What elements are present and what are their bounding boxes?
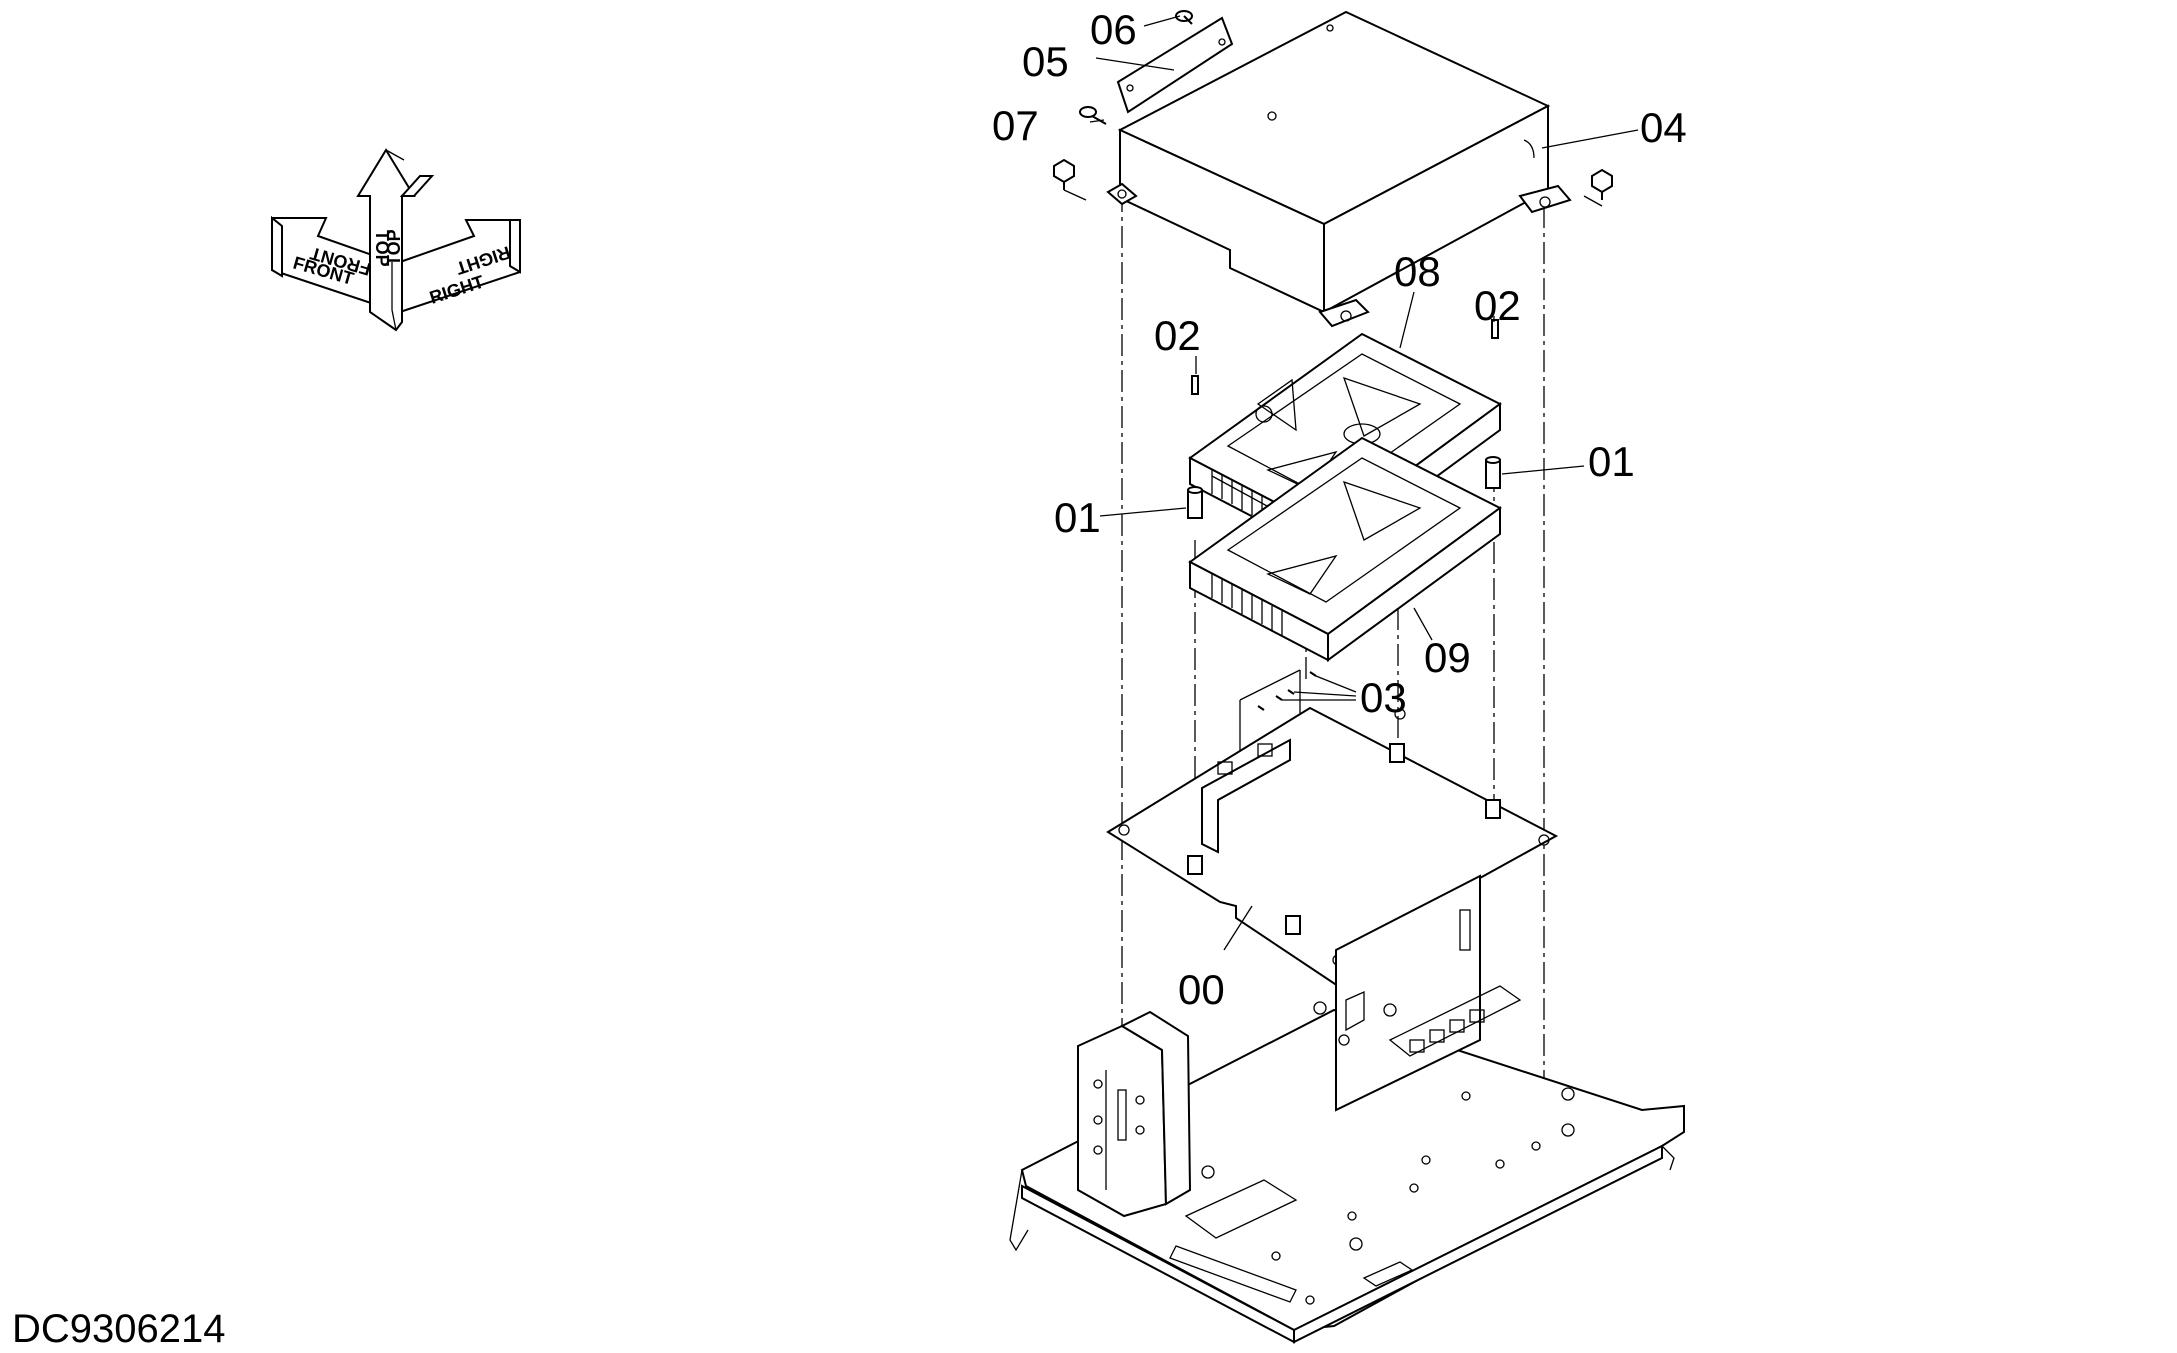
leader-lines bbox=[1089, 15, 1639, 951]
callout-03: 03 bbox=[1360, 674, 1407, 721]
callout-02-right: 02 bbox=[1474, 282, 1521, 329]
frame-assembly bbox=[1009, 874, 1685, 1344]
callout-06: 06 bbox=[1090, 6, 1137, 53]
callout-08: 08 bbox=[1394, 248, 1441, 295]
callout-07: 07 bbox=[992, 102, 1039, 149]
base-plate-part-00 bbox=[1106, 706, 1559, 992]
orientation-top-label-mirrored: TOP bbox=[384, 229, 404, 266]
bolts-cover bbox=[1053, 158, 1613, 207]
callout-04: 04 bbox=[1640, 104, 1687, 151]
callout-labels: 00 01 01 02 02 03 04 05 06 07 08 09 bbox=[992, 6, 1687, 1013]
callout-05: 05 bbox=[1022, 38, 1069, 85]
callout-09: 09 bbox=[1424, 634, 1471, 681]
orientation-top-label: TOP bbox=[372, 230, 392, 267]
controller-09-fins bbox=[1211, 574, 1283, 635]
document-id: DC9306214 bbox=[12, 1307, 226, 1351]
callout-01-left: 01 bbox=[1054, 494, 1101, 541]
orientation-icon: FRONT FRONT TOP TOP RIGHT RIGHT bbox=[271, 148, 521, 332]
callout-01-right: 01 bbox=[1588, 438, 1635, 485]
screw-part-06 bbox=[1175, 10, 1193, 25]
cover-part-04 bbox=[1106, 10, 1572, 328]
screw-part-07 bbox=[1079, 106, 1107, 125]
controller-part-09 bbox=[1188, 436, 1502, 662]
callout-02-left: 02 bbox=[1154, 312, 1201, 359]
callout-00: 00 bbox=[1178, 966, 1225, 1013]
screws-part-02 bbox=[1191, 319, 1499, 395]
plate-part-05 bbox=[1116, 16, 1234, 114]
spacers-part-01 bbox=[1187, 456, 1501, 519]
